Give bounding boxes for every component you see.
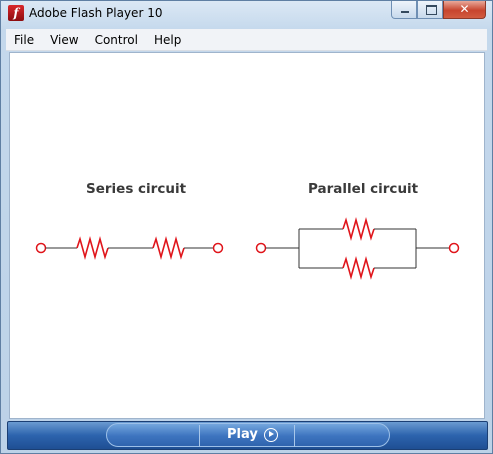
play-bar: Play — [7, 421, 488, 450]
parallel-circuit-label: Parallel circuit — [308, 181, 419, 197]
menu-view[interactable]: View — [50, 32, 79, 47]
title-bar[interactable]: f Adobe Flash Player 10 ✕ — [1, 1, 492, 29]
series-terminal-right — [212, 242, 224, 254]
caption-buttons: ✕ — [391, 1, 486, 21]
minimize-button[interactable] — [391, 1, 417, 19]
window-title: Adobe Flash Player 10 — [29, 6, 163, 20]
close-icon: ✕ — [459, 2, 470, 16]
circuit-diagram — [35, 217, 460, 280]
play-label: Play — [227, 427, 258, 442]
flash-stage[interactable]: Series circuit Parallel circuit — [9, 52, 485, 419]
series-circuit — [35, 236, 224, 260]
parallel-resistor-top — [342, 217, 375, 241]
series-terminal-left — [35, 242, 47, 254]
parallel-circuit — [255, 217, 460, 280]
maximize-icon — [426, 5, 437, 15]
series-resistor-1 — [76, 236, 109, 260]
play-icon — [263, 427, 278, 442]
play-control-pill: Play — [106, 423, 390, 447]
menu-help[interactable]: Help — [153, 32, 182, 47]
series-circuit-label: Series circuit — [86, 181, 187, 197]
close-button[interactable]: ✕ — [443, 1, 486, 19]
menu-file[interactable]: File — [14, 32, 35, 47]
pill-divider-right — [294, 425, 295, 447]
menu-control[interactable]: Control — [94, 32, 138, 47]
menu-bar: File View Control Help — [6, 29, 487, 51]
pill-divider-left — [199, 425, 200, 447]
maximize-button[interactable] — [417, 1, 443, 19]
parallel-resistor-bottom — [342, 256, 375, 280]
parallel-terminal-left — [255, 242, 267, 254]
series-resistor-2 — [152, 236, 185, 260]
parallel-terminal-right — [448, 242, 460, 254]
play-button[interactable]: Play — [227, 427, 278, 442]
minimize-icon — [401, 11, 409, 13]
flash-icon: f — [8, 5, 24, 21]
